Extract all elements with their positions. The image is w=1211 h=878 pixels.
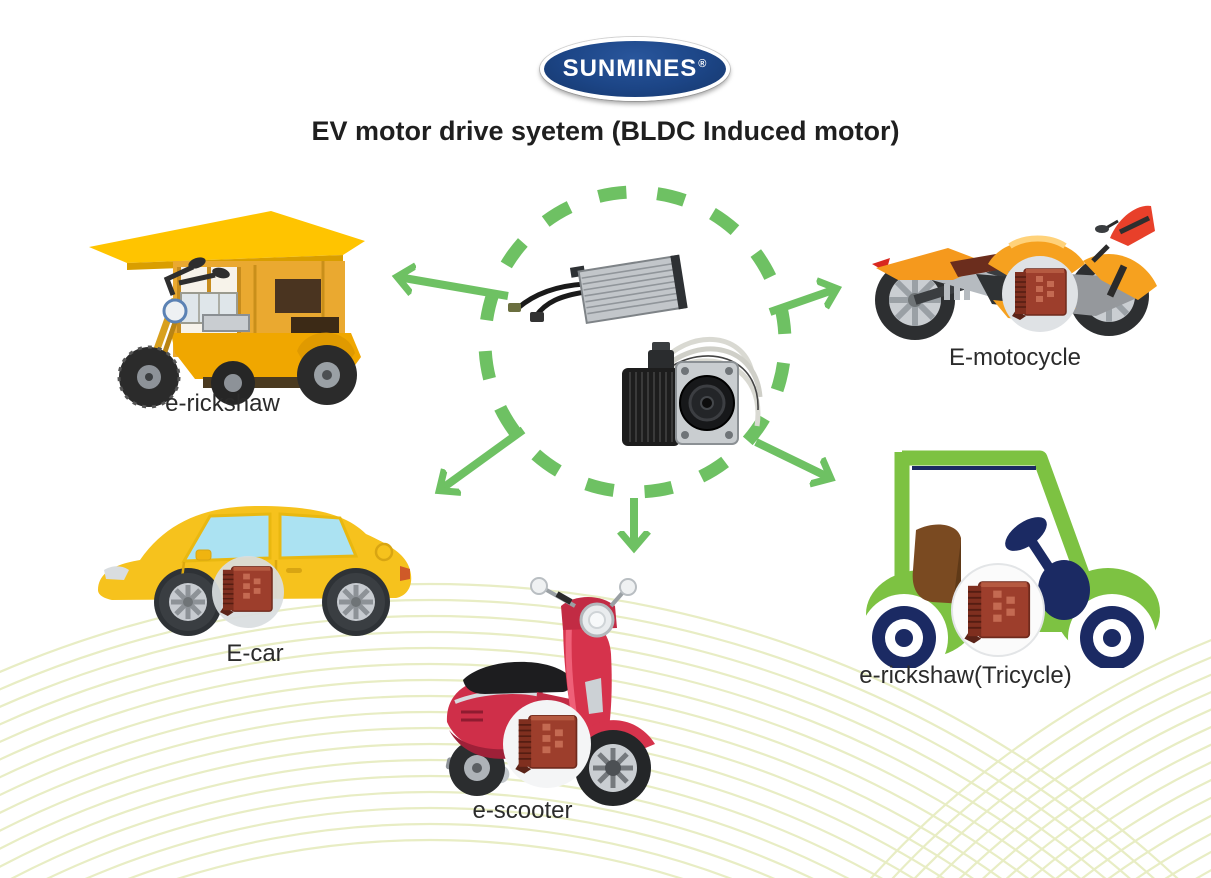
arrow-to-e-motocycle <box>768 289 836 316</box>
scooter-motor-block <box>503 700 591 788</box>
vehicle-e-car-illustration <box>98 506 412 636</box>
car-rear-wheel <box>327 573 385 631</box>
vehicle-e-motocycle-illustration <box>872 205 1157 340</box>
motor-block-icon <box>514 714 578 774</box>
motor-controller-illustration <box>508 254 688 325</box>
tricycle-steering <box>1005 517 1090 620</box>
vehicle-label-e-rickshaw: e-rickshaw <box>165 390 280 417</box>
registered-trademark-icon: ® <box>698 58 708 70</box>
sunmines-logo: SUNMINES® <box>540 37 730 101</box>
page-title: EV motor drive syetem (BLDC Induced moto… <box>311 116 900 146</box>
logo-text: SUNMINES® <box>562 55 708 82</box>
motor-block-icon <box>219 566 273 616</box>
tricycle-front-wheel <box>1080 606 1144 668</box>
scooter-rear-wheel <box>445 740 510 796</box>
rickshaw-front-assembly <box>117 257 230 409</box>
rickshaw-mid-wheel <box>211 361 255 405</box>
arrow-to-e-car <box>440 426 526 490</box>
motor-block-icon <box>963 581 1031 644</box>
car-front-wheel <box>159 573 217 631</box>
tricycle-motor-block <box>951 563 1045 657</box>
vehicle-label-e-motocycle: E-motocycle <box>948 344 1082 371</box>
vehicle-label-e-scooter: e-scooter <box>472 797 573 824</box>
rickshaw-rear-wheel <box>297 345 357 405</box>
vehicle-label-e-car: E-car <box>226 640 284 667</box>
dashed-circle <box>478 185 792 499</box>
radiating-arrows <box>398 277 836 547</box>
car-motor-block <box>212 556 284 628</box>
scooter-front-wheel <box>575 730 651 806</box>
vehicle-e-rickshaw-illustration <box>89 211 365 409</box>
tricycle-rear-wheel <box>872 606 936 668</box>
vehicle-label-e-rickshaw-tricycle: e-rickshaw(Tricycle) <box>859 662 1072 689</box>
motor-block-icon <box>1011 268 1067 320</box>
arrow-to-e-rickshaw-tricycle <box>754 438 830 478</box>
arrow-to-e-rickshaw <box>398 277 509 300</box>
motorcycle-motor-block <box>1002 256 1078 332</box>
vehicle-e-rickshaw-tricycle-illustration <box>860 450 1160 668</box>
bldc-motor-illustration <box>622 337 763 446</box>
vehicle-e-scooter-illustration <box>445 577 655 806</box>
